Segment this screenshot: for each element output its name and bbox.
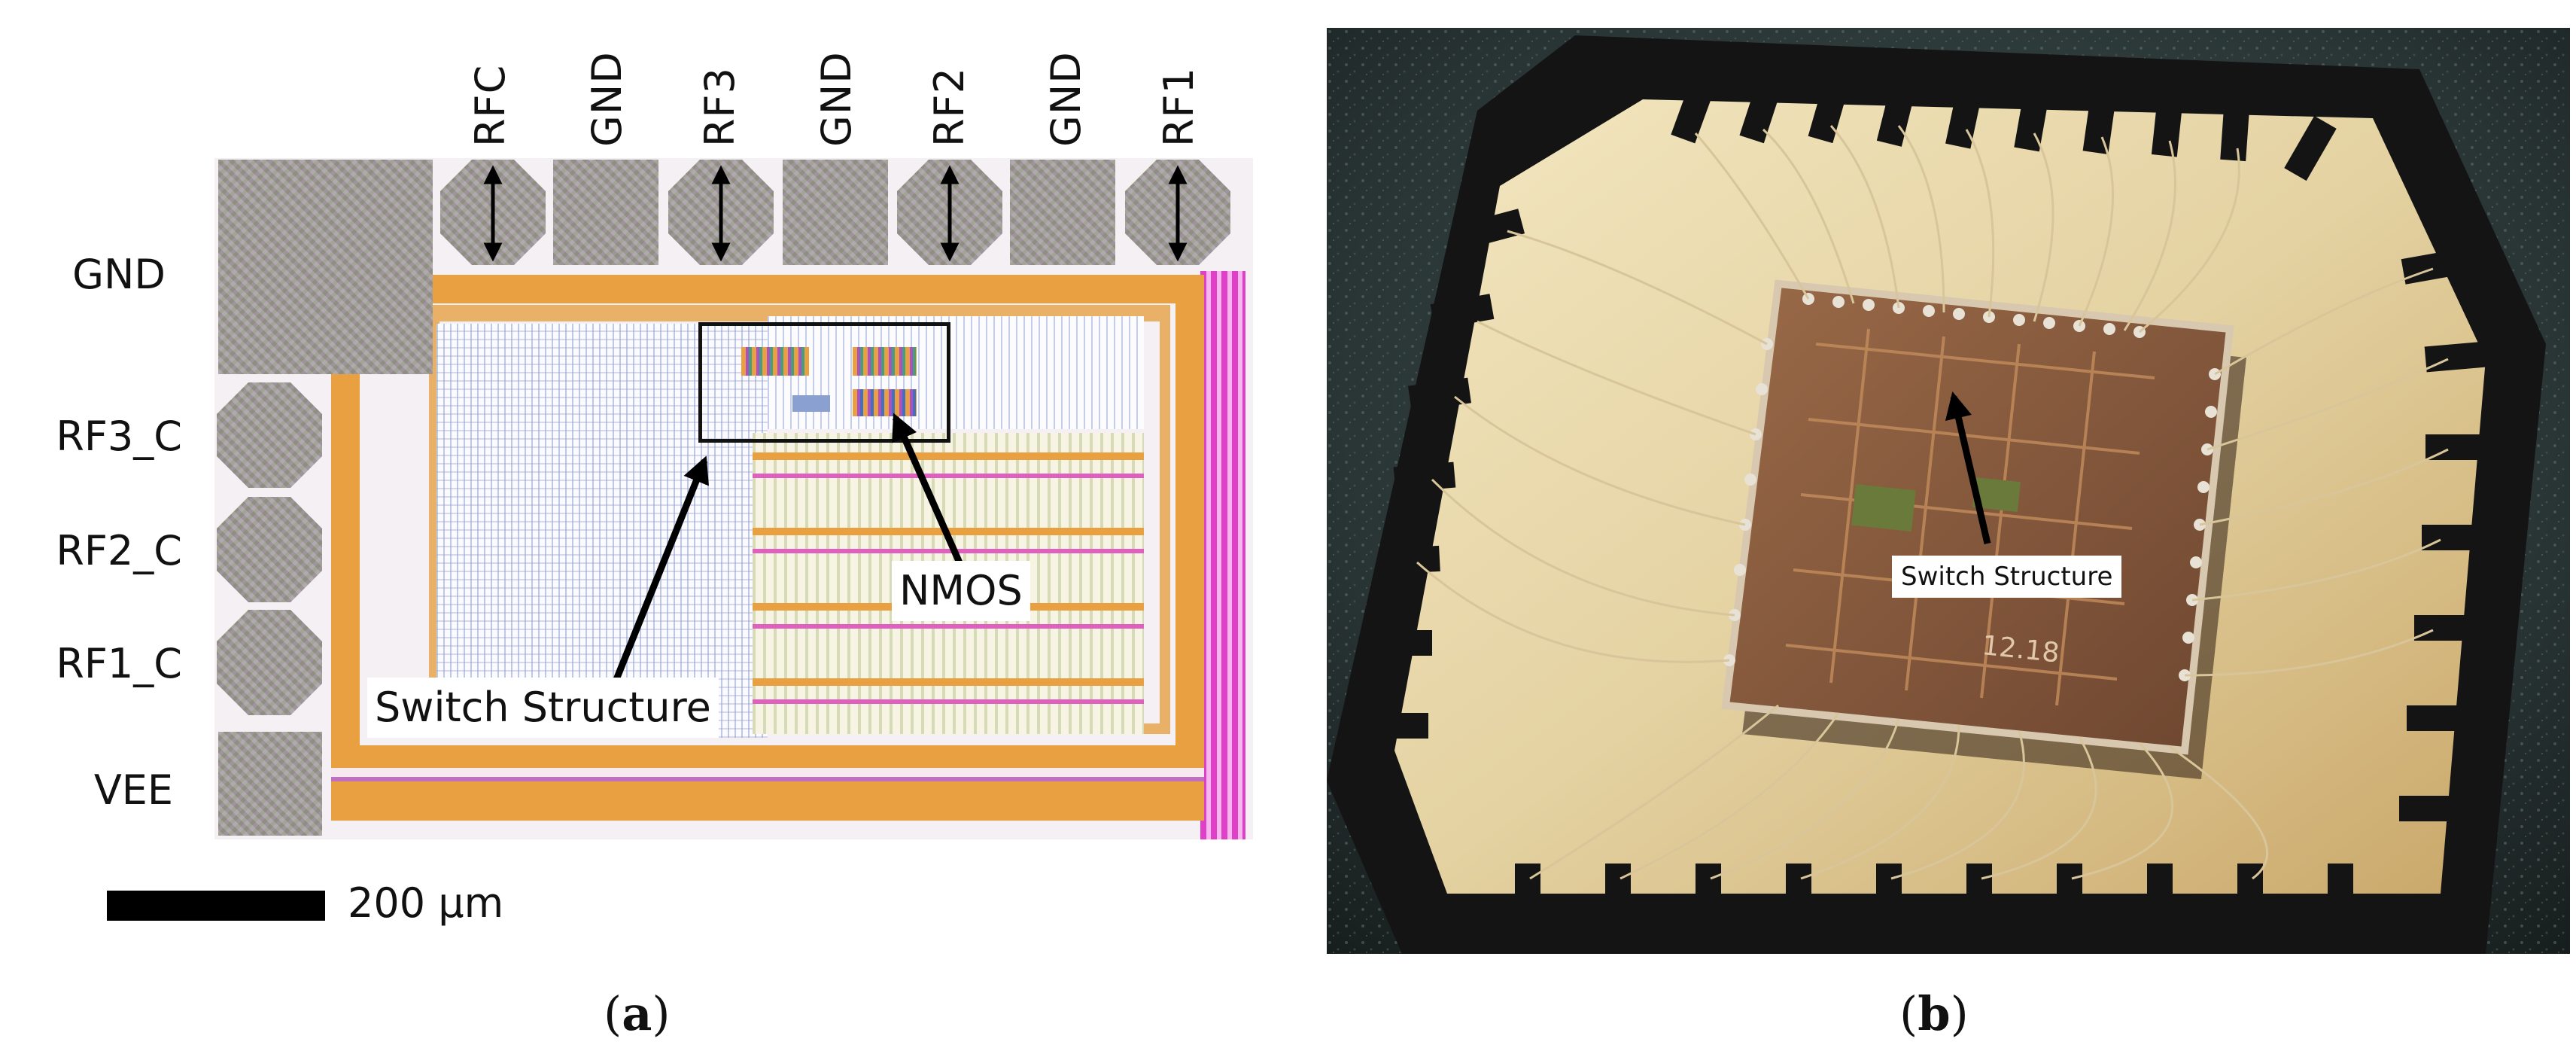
callout-switch-structure-b: Switch Structure [1892, 556, 2122, 598]
arrow-to-nmos [892, 413, 971, 581]
caption-b-close: ) [1950, 986, 1969, 1041]
pad-rf3-c [217, 382, 322, 488]
die-circuitry [1785, 328, 2155, 706]
pad-label-vee: VEE [93, 766, 173, 814]
caption-b: (b) [1899, 986, 1969, 1041]
pad-vee [218, 732, 322, 836]
chip-photo: 12.18 [1327, 28, 2570, 954]
switch-device-2 [853, 347, 917, 376]
bond-wires [1416, 125, 2449, 880]
arrow-to-switch-b [1945, 391, 1991, 545]
switch-device-4 [792, 395, 830, 412]
caption-a-open: ( [604, 986, 622, 1041]
callout-arrows-a [612, 413, 971, 683]
pad-rf2-c [217, 497, 322, 602]
callout-nmos: NMOS [892, 561, 1030, 621]
caption-a-letter: a [622, 986, 652, 1041]
pad-label-rf1-c: RF1_C [56, 640, 182, 687]
caption-a-close: ) [652, 986, 671, 1041]
pad-gnd-large [218, 160, 433, 374]
caption-b-letter: b [1918, 986, 1951, 1041]
caption-a: (a) [604, 986, 671, 1041]
scale-bar [107, 891, 325, 921]
upper-grid [768, 316, 1144, 429]
pad-rf1-c [217, 610, 322, 715]
pad-label-rf2-c: RF2_C [56, 527, 182, 574]
interconnect-grid [436, 324, 768, 738]
pad-gnd-2 [783, 160, 888, 265]
callout-switch-structure: Switch Structure [367, 678, 719, 738]
metal-bottom-bars [331, 745, 1204, 821]
magenta-strip [1200, 271, 1245, 839]
transistor-array [753, 433, 1144, 734]
lead-fingers [1368, 78, 2487, 924]
arrow-to-switch [612, 455, 709, 683]
pad-label-gnd-left: GND [72, 251, 166, 298]
pad-gnd-3 [1010, 160, 1115, 265]
die-green-block-2 [1972, 477, 2021, 513]
pad-label-rf3-c: RF3_C [56, 413, 182, 460]
die [1721, 279, 2234, 755]
caption-b-open: ( [1899, 986, 1918, 1041]
rf-arrows [483, 165, 1188, 262]
switch-device-3 [853, 389, 917, 416]
switch-structure-box [698, 322, 950, 443]
pad-gnd-1 [553, 160, 658, 265]
scale-bar-label: 200 μm [348, 879, 504, 927]
die-green-block-1 [1851, 483, 1916, 532]
switch-device-1 [741, 347, 809, 376]
